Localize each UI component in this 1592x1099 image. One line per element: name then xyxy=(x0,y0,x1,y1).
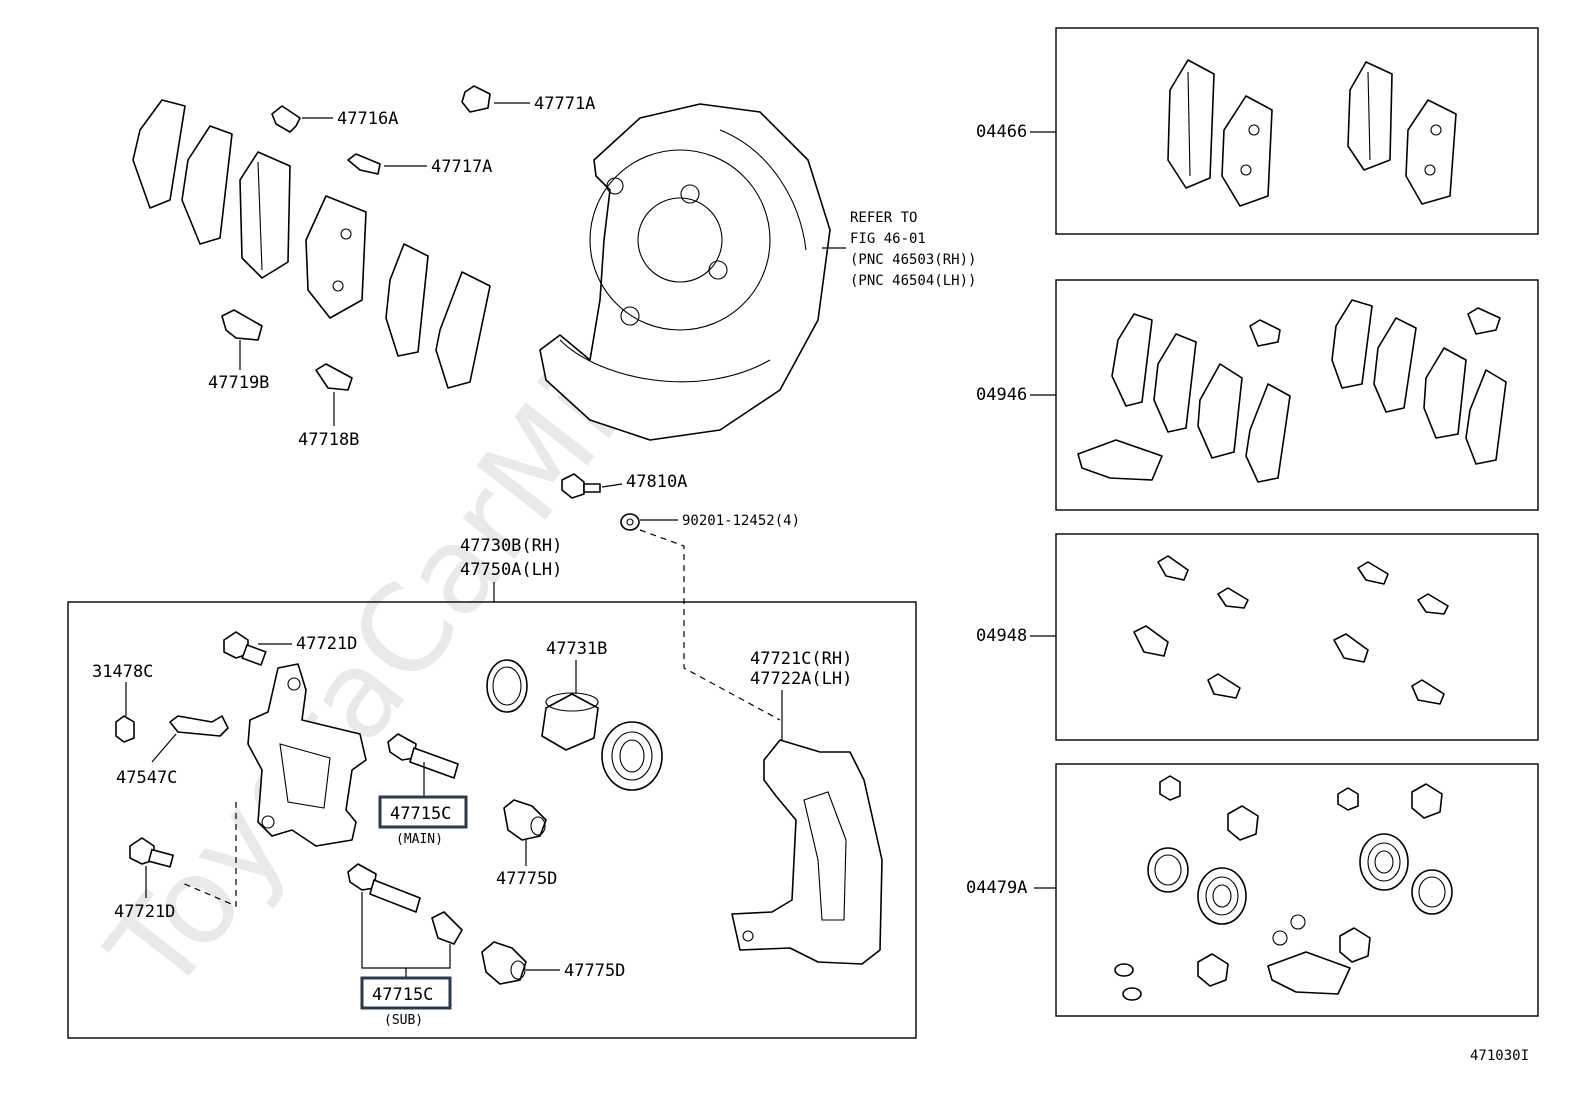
part-number-47719B[interactable]: 47719B xyxy=(208,373,269,393)
part-number-47722A[interactable]: 47722A(LH) xyxy=(750,669,852,689)
bleeder-plug-cap-31478C[interactable]: 31478C xyxy=(92,662,153,743)
refer-line-1: REFER TO xyxy=(850,210,917,226)
part-number-47717A[interactable]: 47717A xyxy=(431,157,492,177)
kit-number-04466[interactable]: 04466 xyxy=(976,122,1027,142)
brake-pad[interactable] xyxy=(305,195,367,319)
part-number-47810A[interactable]: 47810A xyxy=(626,472,687,492)
anti-squeal-shim[interactable] xyxy=(385,243,429,357)
part-number-47775D-bottom[interactable]: 47775D xyxy=(564,961,625,981)
bolt-47810A[interactable]: 47810A xyxy=(561,472,687,499)
sub-note: (SUB) xyxy=(384,1013,423,1028)
part-number-47718B[interactable]: 47718B xyxy=(298,430,359,450)
refer-line-4: (PNC 46504(LH)) xyxy=(850,273,976,289)
caliper-mounting-bracket[interactable]: 47721C(RH) 47722A(LH) xyxy=(731,649,883,965)
refer-line-2: FIG 46-01 xyxy=(850,231,926,247)
caliper-assembly-box xyxy=(67,601,917,1039)
kit-number-04479A[interactable]: 04479A xyxy=(966,878,1027,898)
refer-line-3: (PNC 46503(RH)) xyxy=(850,252,976,268)
kit-box-04948[interactable]: 04948 xyxy=(976,533,1539,741)
cylinder-boot-bottom[interactable]: 47775D xyxy=(481,941,625,985)
part-number-47731B[interactable]: 47731B xyxy=(546,639,607,659)
bolt-47721D-top[interactable]: 47721D xyxy=(223,631,357,666)
brake-pads-group xyxy=(132,99,491,389)
part-number-90201-12452[interactable]: 90201-12452(4) xyxy=(682,513,800,529)
pad-clip-47771A[interactable]: 47771A xyxy=(461,85,595,114)
part-number-47547C[interactable]: 47547C xyxy=(116,768,177,788)
part-number-47721C[interactable]: 47721C(RH) xyxy=(750,649,852,669)
washer-90201-12452[interactable]: 90201-12452(4) xyxy=(620,513,800,531)
piston-47731B[interactable]: 47731B xyxy=(486,639,663,791)
part-number-47721D-top[interactable]: 47721D xyxy=(296,634,357,654)
kit-box-04479A[interactable]: 04479A xyxy=(966,763,1539,1017)
pad-support-47719B[interactable]: 47719B xyxy=(208,309,269,393)
part-number-47715C-sub[interactable]: 47715C xyxy=(372,985,433,1005)
kit-box-04946[interactable]: 04946 xyxy=(976,279,1539,511)
part-number-47730B[interactable]: 47730B(RH) xyxy=(460,536,562,556)
kit-number-04946[interactable]: 04946 xyxy=(976,385,1027,405)
caliper-cylinder-body[interactable] xyxy=(247,663,367,847)
part-number-47716A[interactable]: 47716A xyxy=(337,109,398,129)
anti-squeal-shim[interactable] xyxy=(181,125,233,245)
cylinder-boot-mid[interactable]: 47775D xyxy=(496,799,557,889)
part-number-47721D-bottom[interactable]: 47721D xyxy=(114,902,175,922)
bolt-47721D-bottom[interactable]: 47721D xyxy=(114,837,175,922)
slide-pin-main[interactable]: 47715C (MAIN) xyxy=(378,733,468,847)
part-number-47715C-main[interactable]: 47715C xyxy=(390,804,451,824)
brake-pad[interactable] xyxy=(239,151,291,279)
anti-squeal-shim[interactable] xyxy=(435,271,491,389)
pad-support-47718B[interactable]: 47718B xyxy=(298,363,359,450)
part-number-47771A[interactable]: 47771A xyxy=(534,94,595,114)
anti-squeal-shim[interactable] xyxy=(132,99,186,209)
part-number-47750A[interactable]: 47750A(LH) xyxy=(460,560,562,580)
part-number-31478C[interactable]: 31478C xyxy=(92,662,153,682)
slide-pin-sub[interactable]: 47715C (SUB) xyxy=(347,863,463,1028)
pad-clip-47716A[interactable]: 47716A xyxy=(271,105,398,133)
pad-clip-47717A[interactable]: 47717A xyxy=(347,153,492,177)
part-number-47775D-mid[interactable]: 47775D xyxy=(496,869,557,889)
disc-brake-dust-cover[interactable] xyxy=(539,103,846,441)
figure-code: 471030I xyxy=(1470,1048,1529,1064)
main-note: (MAIN) xyxy=(396,832,443,847)
kit-number-04948[interactable]: 04948 xyxy=(976,626,1027,646)
kit-box-04466[interactable]: 04466 xyxy=(976,27,1539,235)
bleeder-plug-47547C[interactable]: 47547C xyxy=(116,715,229,788)
